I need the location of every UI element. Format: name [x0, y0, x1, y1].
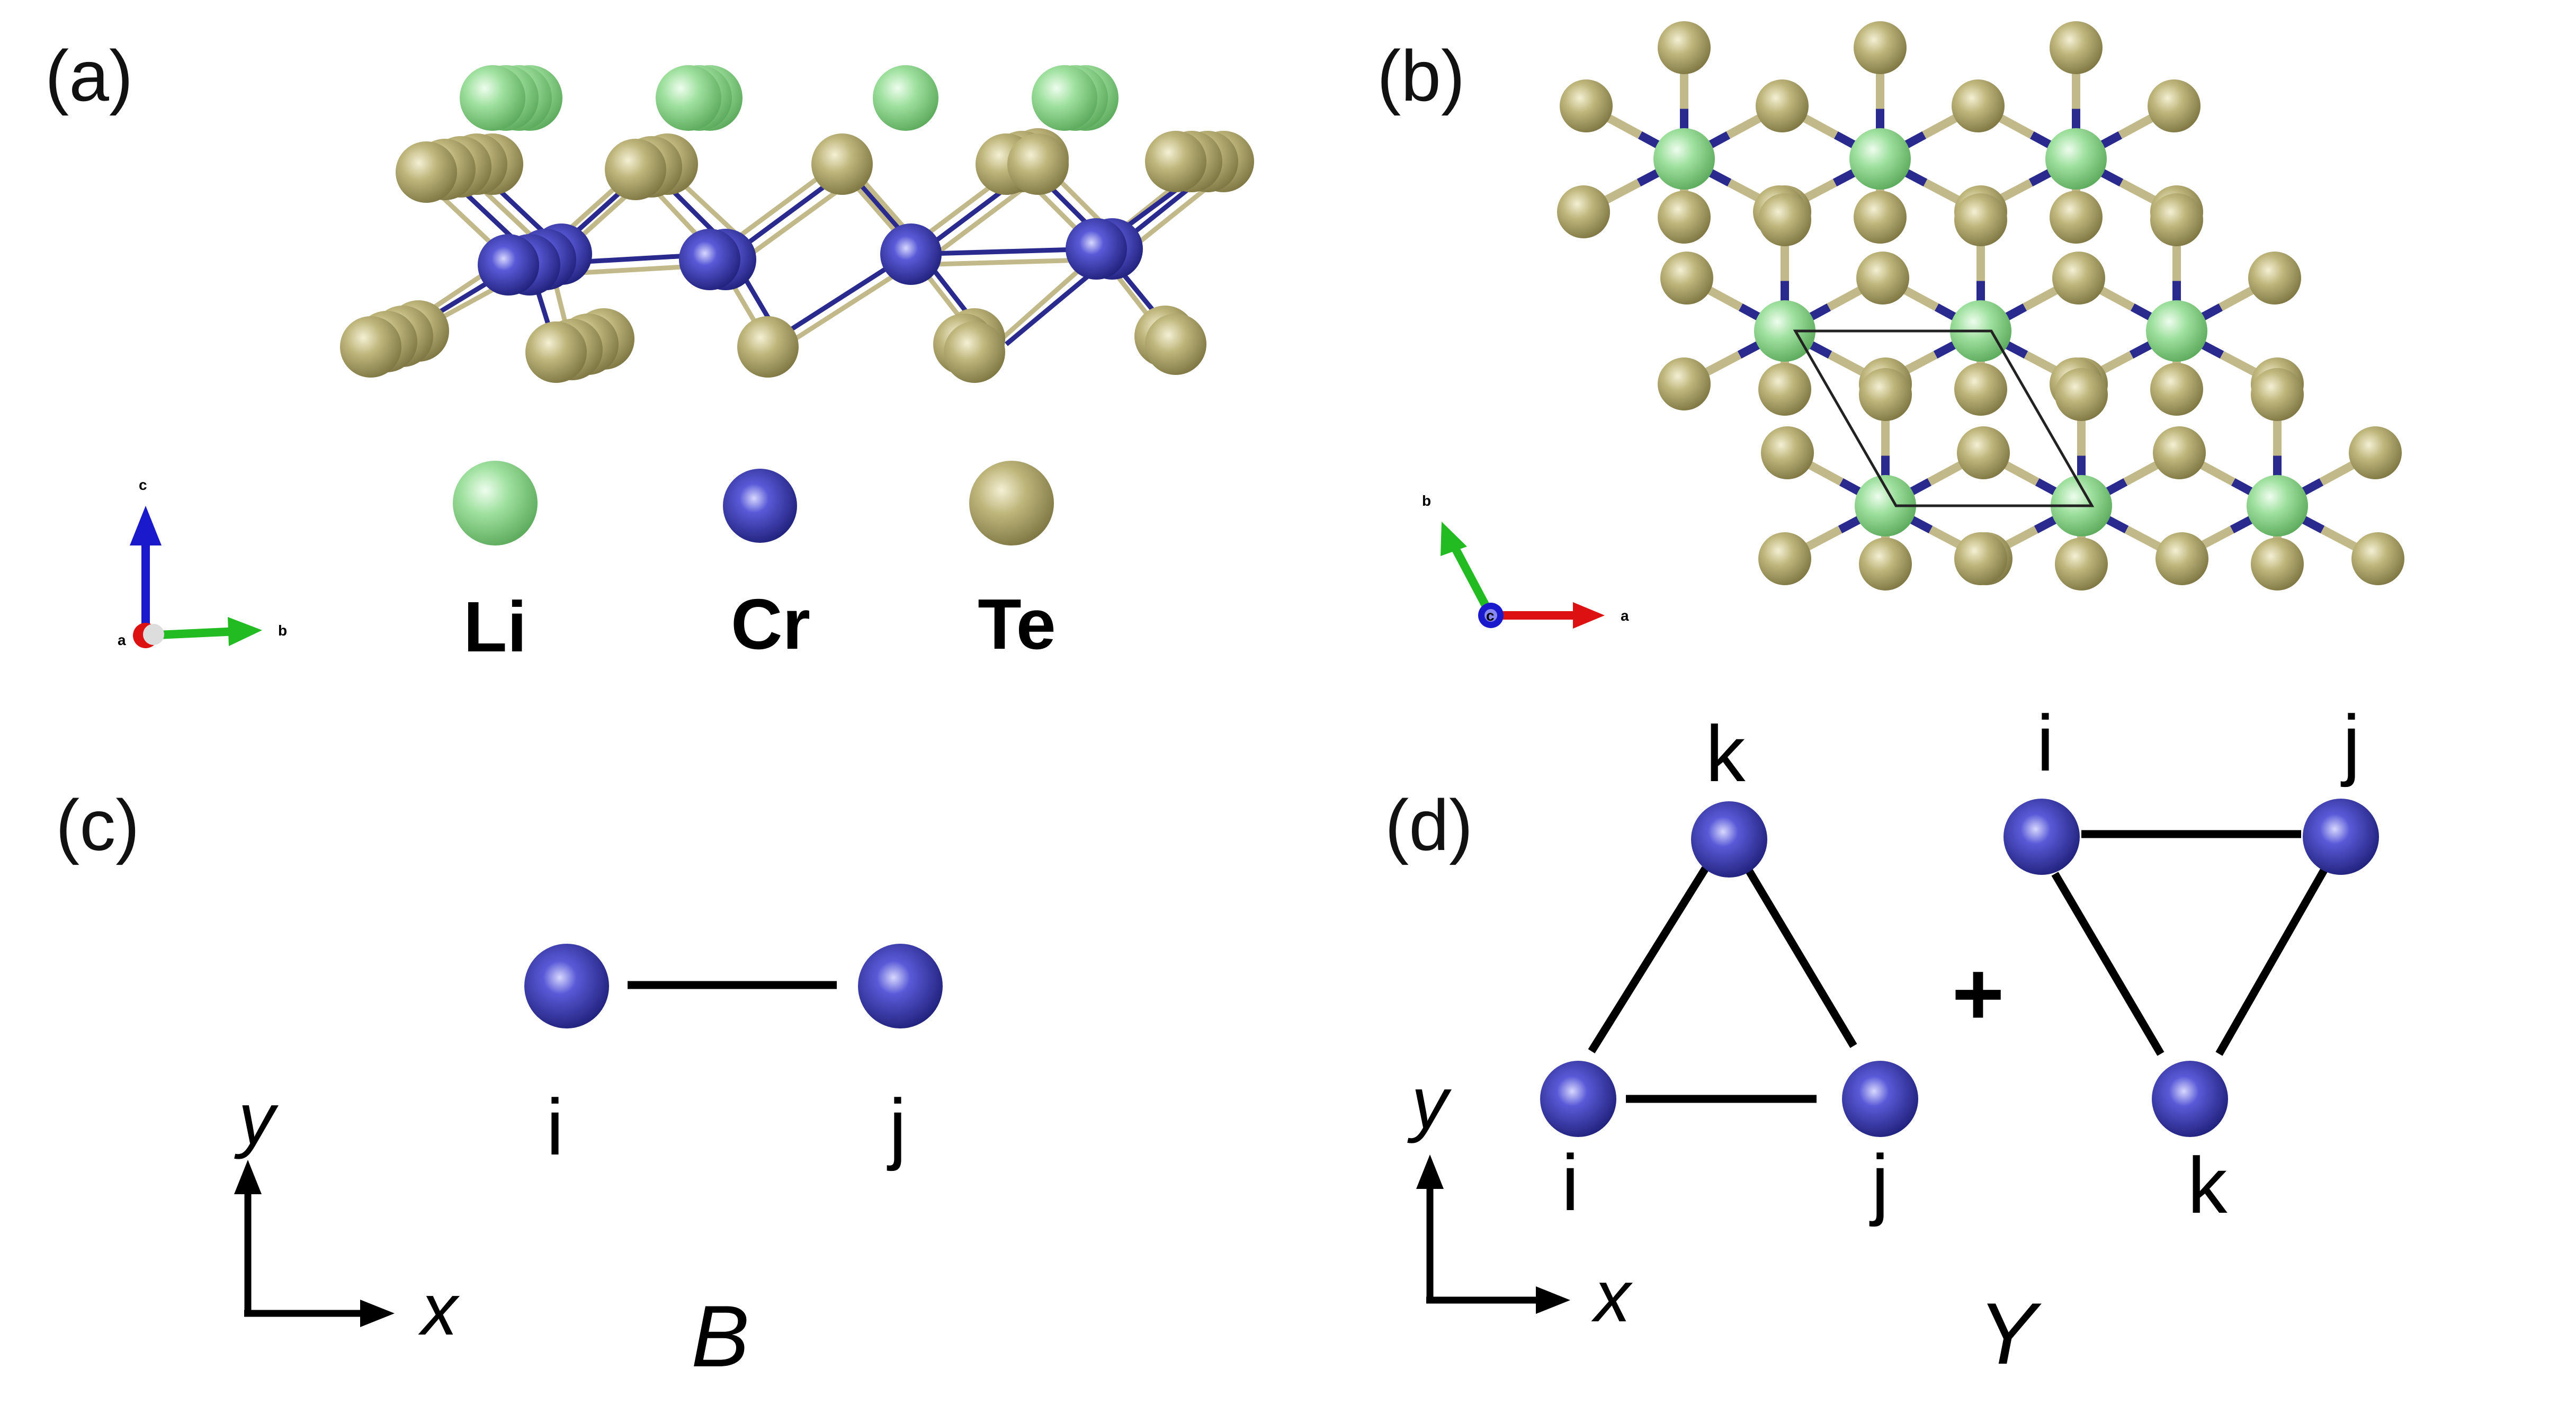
node-label-i: i	[546, 1082, 564, 1171]
legend-cr-label: Cr	[731, 584, 810, 664]
te-atom-top	[2050, 191, 2103, 244]
panel-c-label: (c)	[56, 785, 140, 865]
axis-label-c: c	[139, 477, 147, 493]
te-atom-top	[1859, 368, 1912, 421]
te-atom-top	[1854, 191, 1907, 244]
side-view-structure	[340, 65, 1254, 383]
x-axis-label: x	[418, 1269, 460, 1350]
te-atom-top	[2153, 426, 2206, 479]
te-atom-top	[1758, 532, 1811, 585]
tri-up-node-k	[1691, 801, 1767, 878]
legend-te-sphere	[969, 461, 1054, 545]
triangle-up: k i j	[1540, 709, 1918, 1227]
te-atom-top	[2055, 538, 2108, 590]
legend-li-sphere	[453, 461, 538, 545]
plus-operator: +	[1952, 944, 2004, 1044]
te-atom-top	[1854, 21, 1907, 74]
tri-down-label-k: k	[2188, 1141, 2228, 1230]
y-axis-label: y	[234, 1078, 279, 1160]
te-atom-top	[1658, 357, 1711, 410]
te-atom-top	[2248, 252, 2301, 305]
tri-down-node-k	[2152, 1061, 2228, 1137]
x-axis-label-d: x	[1591, 1256, 1633, 1337]
axis-label-a: a	[118, 632, 126, 648]
te-atom-top	[1560, 79, 1613, 132]
unit-cell	[1793, 329, 2095, 507]
te-atom-top	[1658, 21, 1711, 74]
axis-label-b: b	[278, 622, 287, 639]
li-atom-top	[1754, 300, 1815, 362]
node-j	[858, 944, 943, 1028]
te-atom-top	[2251, 538, 2304, 590]
te-atom-top	[1756, 79, 1809, 132]
li-atom-top	[1653, 128, 1715, 190]
axis-triad-b: b a c	[1422, 493, 1629, 629]
li-atom-top	[1849, 128, 1911, 190]
li-atom-top	[1855, 475, 1916, 536]
node-label-j: j	[887, 1082, 906, 1171]
axis-label-c-top: c	[1486, 607, 1495, 624]
te-atom-top	[2351, 532, 2404, 585]
panel-a: (a)	[45, 35, 1254, 667]
diagram-title-b: B	[691, 1287, 749, 1385]
panel-b-label: (b)	[1377, 35, 1465, 116]
te-atom-top	[1761, 426, 1814, 479]
te-atom-top	[1954, 193, 2007, 246]
te-atom-top	[1954, 363, 2007, 416]
legend-li-label: Li	[463, 587, 527, 667]
triangle-down: i j k	[2003, 699, 2379, 1230]
li-atom-top	[2146, 300, 2207, 362]
panel-d-label: (d)	[1385, 785, 1473, 865]
tri-down-node-i	[2003, 799, 2080, 875]
te-atom-top	[1660, 252, 1713, 305]
tri-up-node-j	[1842, 1061, 1918, 1137]
li-atom-top	[2247, 475, 2308, 536]
y-axis-label-d: y	[1407, 1062, 1452, 1144]
li-atom-top	[2045, 128, 2107, 190]
te-atom-top	[2148, 79, 2201, 132]
te-atom-top	[1856, 252, 1909, 305]
te-atom-top	[1957, 426, 2010, 479]
te-atom-top	[2150, 193, 2203, 246]
te-atom-top	[1954, 532, 2007, 585]
tri-up-label-j: j	[1869, 1138, 1889, 1227]
te-atom-top	[2251, 368, 2304, 421]
te-atom-top	[2052, 252, 2105, 305]
tri-down-label-i: i	[2036, 699, 2054, 787]
legend-cr-sphere	[723, 469, 797, 543]
panel-a-label: (a)	[45, 35, 133, 116]
tri-down-node-j	[2303, 799, 2379, 875]
te-atom-top	[2150, 363, 2203, 416]
te-atoms-upper	[396, 128, 1254, 203]
te-atom-top	[1557, 185, 1610, 238]
te-atom-top	[1859, 538, 1912, 590]
te-atom-top	[1952, 79, 2005, 132]
te-atom-top	[1758, 193, 1811, 246]
tri-up-label-i: i	[1561, 1138, 1579, 1227]
node-i	[524, 944, 609, 1028]
te-atom-top	[2155, 532, 2208, 585]
diagram-title-y: Y	[1978, 1285, 2042, 1382]
tri-up-label-k: k	[1706, 709, 1746, 798]
panel-d: (d) k i j + i j k y x	[1385, 699, 2379, 1382]
panel-b: (b) b a c	[1377, 21, 2404, 629]
te-atoms-lower	[340, 300, 1206, 383]
te-atom-top	[2050, 21, 2103, 74]
top-view-lattice	[1557, 21, 2404, 590]
axis-label-a-top: a	[1621, 607, 1629, 624]
te-atom-top	[2055, 368, 2108, 421]
tri-up-node-i	[1540, 1061, 1616, 1137]
te-atom-top	[1758, 363, 1811, 416]
te-atom-top	[1658, 191, 1711, 244]
axis-label-b-top: b	[1422, 493, 1431, 509]
element-legend: Li Cr Te	[453, 461, 1056, 667]
tri-down-label-j: j	[2340, 699, 2360, 787]
axis-triad-a: c b a	[118, 477, 287, 648]
te-atom-top	[2349, 426, 2402, 479]
panel-c: (c) i j y x B	[56, 785, 943, 1385]
li-atoms-side	[460, 65, 1119, 131]
legend-te-label: Te	[978, 584, 1056, 664]
cr-atoms-side	[478, 218, 1143, 296]
